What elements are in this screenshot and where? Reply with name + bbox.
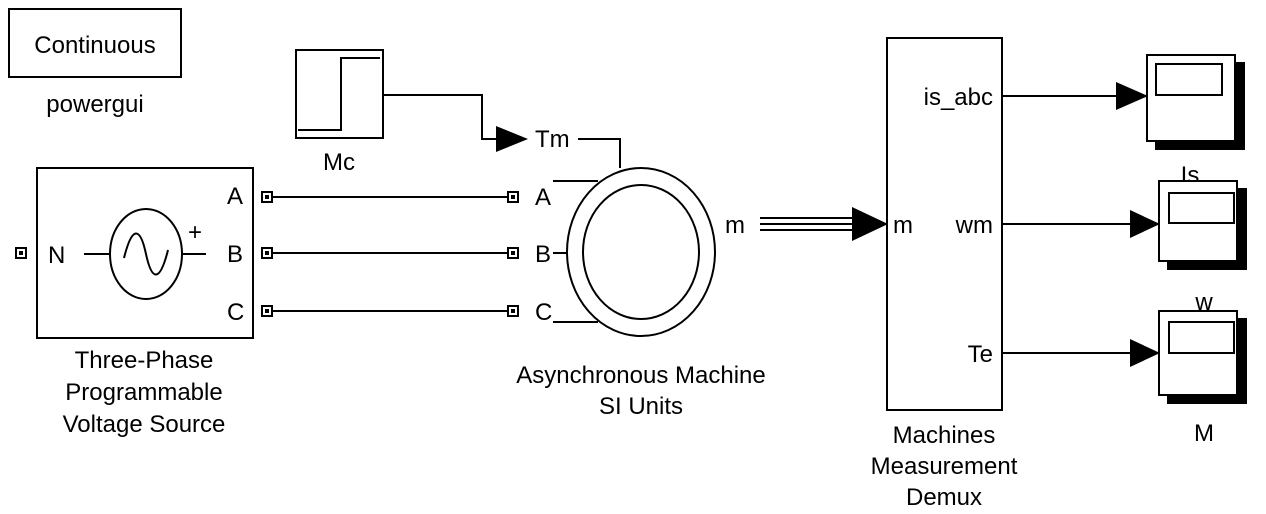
machine-label-line2: SI Units bbox=[599, 393, 683, 420]
source-label-line3: Voltage Source bbox=[63, 411, 226, 438]
source-port-c-label: C bbox=[227, 299, 244, 326]
signal-mc-to-tm[interactable] bbox=[383, 94, 528, 152]
asynchronous-machine-block[interactable]: Tm A B C m bbox=[535, 126, 745, 337]
step-block-mc[interactable] bbox=[295, 49, 384, 139]
machine-port-m-label: m bbox=[725, 212, 745, 239]
source-label-line2: Programmable bbox=[65, 379, 222, 406]
source-plus-sign: + bbox=[188, 219, 202, 246]
powergui-label: powergui bbox=[46, 91, 143, 118]
machine-port-c[interactable] bbox=[507, 305, 519, 317]
scope-w-screen-icon bbox=[1168, 192, 1235, 224]
source-port-n[interactable] bbox=[15, 247, 27, 259]
source-port-c[interactable] bbox=[261, 305, 273, 317]
powergui-button-text: Continuous bbox=[34, 32, 155, 59]
machine-rotor-icon bbox=[582, 184, 700, 320]
step-icon bbox=[298, 57, 380, 131]
machine-tm-stub bbox=[578, 138, 621, 168]
demux-output-is-abc-label: is_abc bbox=[924, 84, 993, 111]
signal-is-abc[interactable] bbox=[1002, 82, 1148, 110]
source-label-line1: Three-Phase bbox=[75, 347, 214, 374]
ac-source-icon bbox=[84, 208, 206, 300]
machine-port-a-label: A bbox=[535, 184, 551, 211]
scope-is-screen-icon bbox=[1155, 63, 1223, 96]
demux-input-m-label: m bbox=[893, 212, 913, 239]
machine-port-a[interactable] bbox=[507, 191, 519, 203]
voltage-source-block[interactable]: N + A B C bbox=[36, 167, 254, 339]
demux-output-wm-label: wm bbox=[955, 212, 993, 239]
scope-w-label: w bbox=[1194, 289, 1213, 316]
measurement-demux-block[interactable]: m is_abc wm Te bbox=[886, 37, 1003, 411]
source-port-b-label: B bbox=[227, 241, 243, 268]
signal-te[interactable] bbox=[1002, 339, 1160, 367]
machine-label-line1: Asynchronous Machine bbox=[516, 362, 765, 389]
step-block-label: Mc bbox=[323, 149, 355, 176]
scope-m[interactable] bbox=[1158, 310, 1247, 404]
demux-label-line1: Machines bbox=[893, 422, 996, 449]
source-port-b[interactable] bbox=[261, 247, 273, 259]
bus-m-to-demux[interactable] bbox=[760, 207, 888, 241]
source-port-a-label: A bbox=[227, 183, 243, 210]
powergui-frame[interactable] bbox=[8, 8, 182, 78]
demux-label-line3: Demux bbox=[906, 484, 982, 511]
scope-m-screen-icon bbox=[1168, 321, 1235, 354]
demux-output-te-label: Te bbox=[968, 341, 993, 368]
machine-port-b[interactable] bbox=[507, 247, 519, 259]
signal-wm[interactable] bbox=[1002, 210, 1160, 238]
demux-label-line2: Measurement bbox=[871, 453, 1018, 480]
source-port-n-label: N bbox=[48, 242, 65, 269]
machine-port-c-label: C bbox=[535, 299, 552, 326]
scope-w[interactable] bbox=[1158, 180, 1247, 270]
scope-m-label: M bbox=[1194, 420, 1214, 447]
source-port-a[interactable] bbox=[261, 191, 273, 203]
machine-port-b-label: B bbox=[535, 241, 551, 268]
scope-is[interactable] bbox=[1146, 54, 1245, 150]
machine-port-tm-label: Tm bbox=[535, 126, 570, 153]
powergui-block[interactable]: Continuous bbox=[8, 8, 182, 78]
